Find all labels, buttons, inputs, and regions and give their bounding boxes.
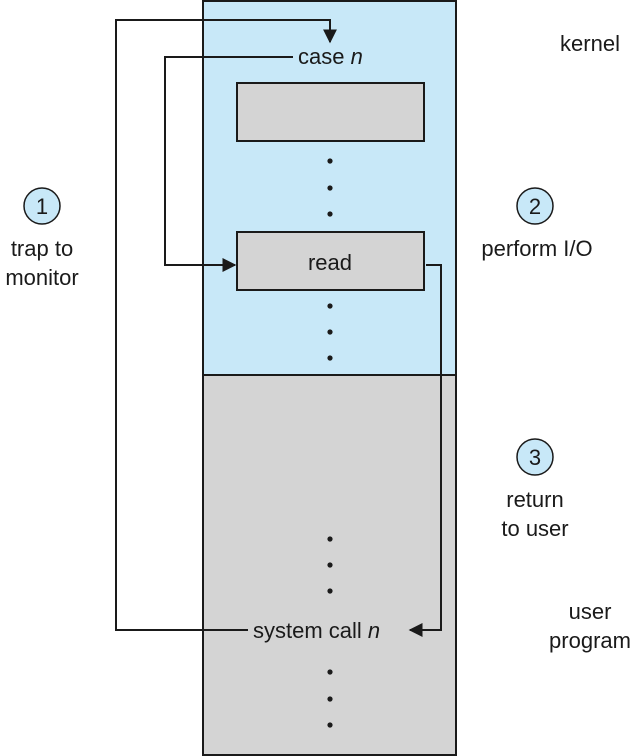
- step-3-number: 3: [529, 445, 541, 470]
- step-1-number: 1: [36, 194, 48, 219]
- step-2-number: 2: [529, 194, 541, 219]
- read-box: [236, 231, 425, 291]
- system-call-n-label: system call n: [253, 618, 380, 643]
- trap-arrow: [115, 19, 337, 631]
- step-3-circle: [516, 438, 554, 476]
- step-1-circle: [23, 187, 61, 225]
- ellipsis-dots-user-upper: [327, 536, 333, 594]
- ellipsis-dots-kernel-lower: [327, 303, 333, 361]
- dispatch-arrow: [164, 56, 293, 272]
- step-3-line2: to user: [501, 516, 568, 541]
- step-1-line2: monitor: [5, 265, 78, 290]
- kernel-label: kernel: [560, 31, 620, 56]
- user-label: user: [569, 599, 612, 624]
- empty-table-box: [236, 82, 425, 142]
- ellipsis-dots-kernel-upper: [327, 158, 333, 217]
- program-label: program: [549, 628, 631, 653]
- ellipsis-dots-user-lower: [327, 669, 333, 728]
- return-arrow: [408, 264, 442, 637]
- step-2-circle: [516, 187, 554, 225]
- step-3-line1: return: [506, 487, 563, 512]
- step-1-line1: trap to: [11, 236, 73, 261]
- read-label: read: [308, 250, 352, 275]
- case-n-label: case n: [298, 44, 363, 69]
- step-2-line1: perform I/O: [481, 236, 592, 261]
